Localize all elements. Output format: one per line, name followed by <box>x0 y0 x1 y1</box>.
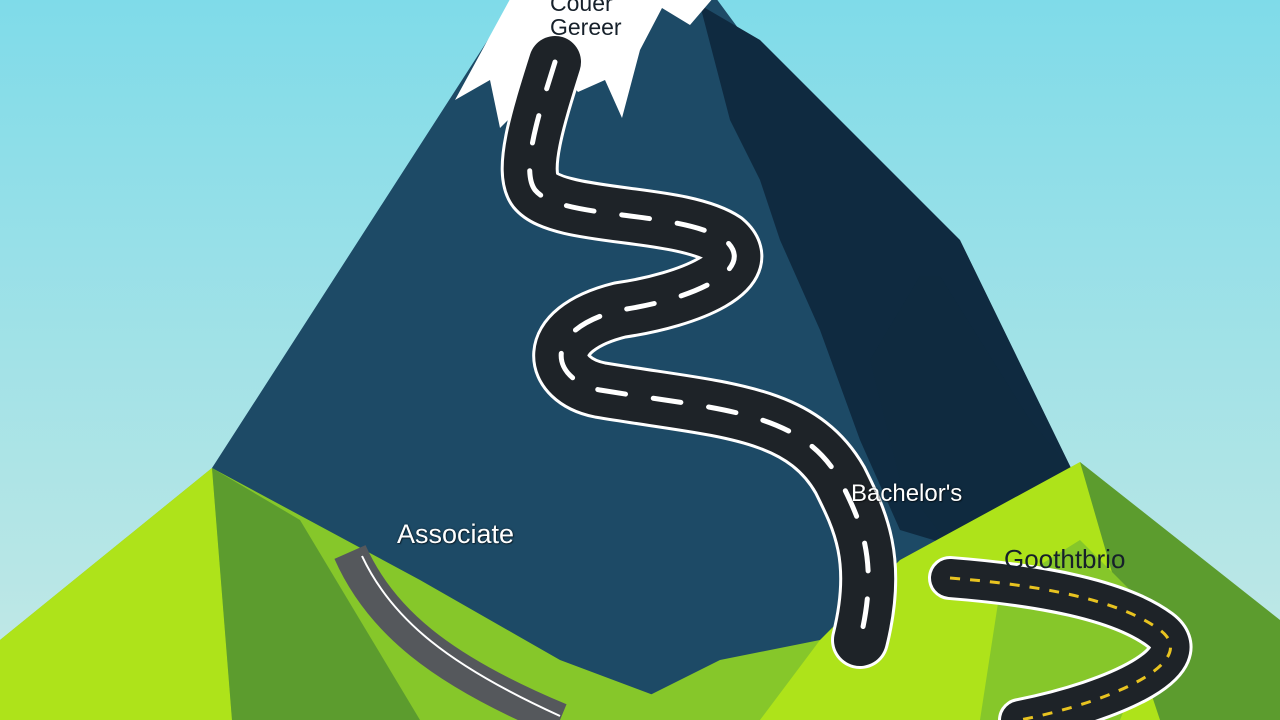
left-green-hill-shade <box>212 468 420 720</box>
associate-label: Associate <box>397 519 515 549</box>
left-gray-road <box>334 544 567 720</box>
right-road-centerline <box>949 576 1172 720</box>
winding-road-asphalt <box>503 36 895 666</box>
bachelors-label: Bachelor's <box>851 480 963 507</box>
right-stage-label: Goothtbrio <box>1004 544 1126 574</box>
summit-label-line2: Gereer <box>550 14 622 40</box>
left-gray-road-edge <box>361 555 561 717</box>
right-green-hill-shade <box>1080 462 1280 720</box>
left-green-hill-highlight <box>0 468 232 720</box>
summit-label-line1: Couer <box>550 0 613 16</box>
mountain-shadow-2 <box>870 276 1072 560</box>
